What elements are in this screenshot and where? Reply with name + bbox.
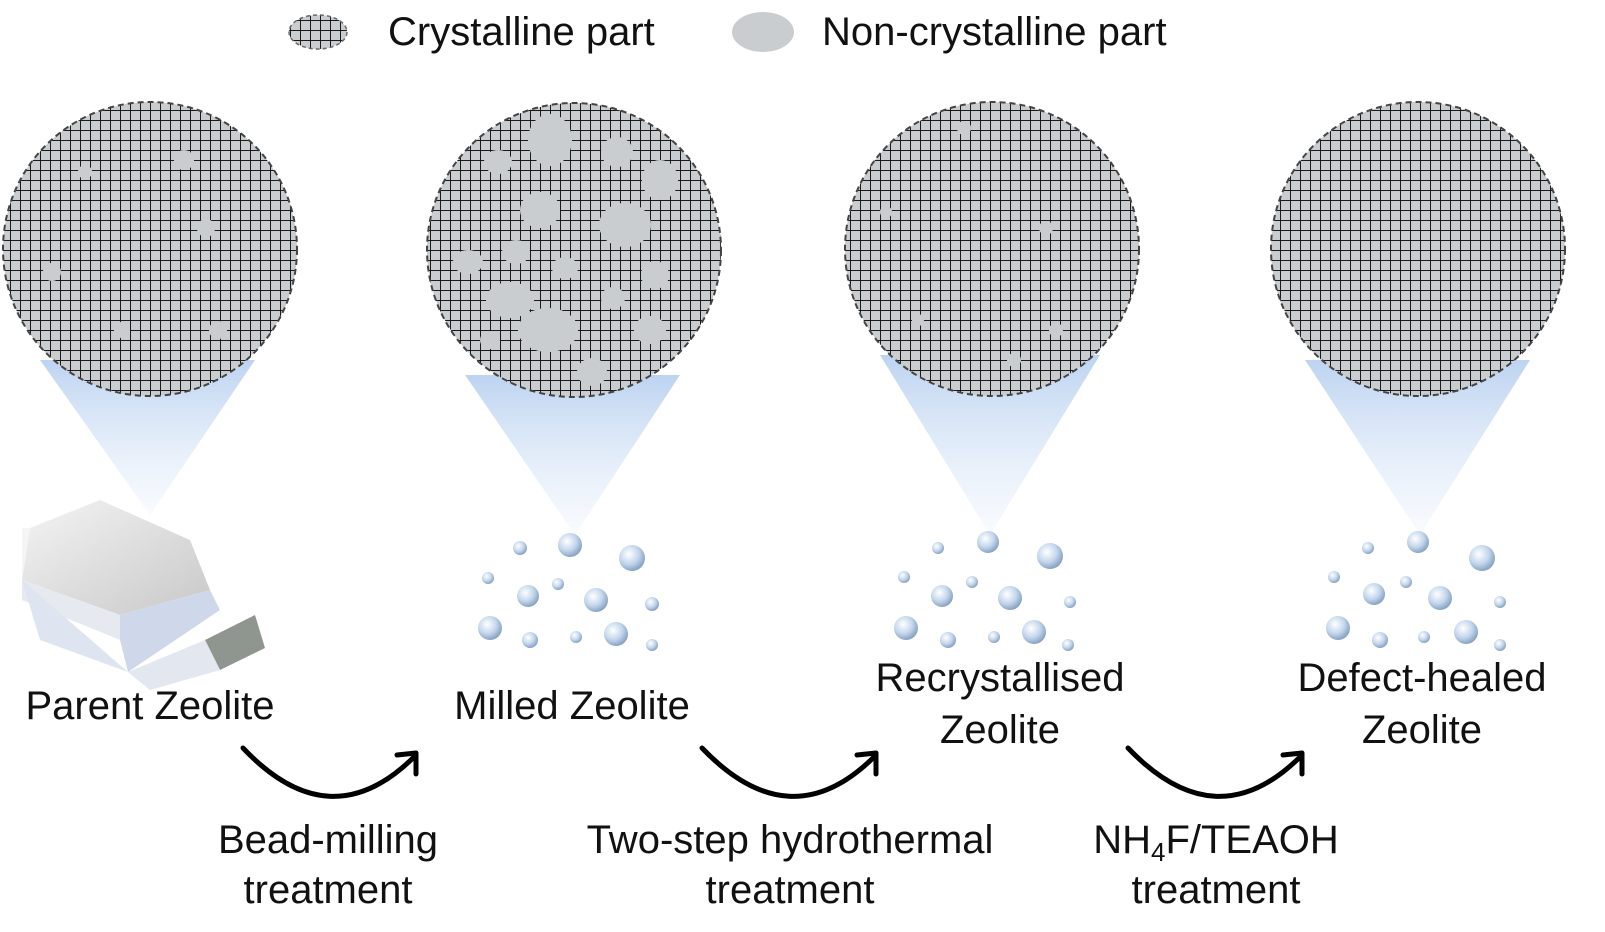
amorphous-patches [453, 114, 678, 386]
arrow-hydrothermal [699, 745, 877, 799]
beam-recrystallised [880, 355, 1100, 535]
stage-label-defect-healed-line2: Zeolite [1361, 708, 1483, 752]
legend-crystalline-label: Crystalline part [388, 10, 655, 54]
amorphous-patches [43, 150, 227, 339]
treatment-label-bead-milling-line2: treatment [243, 868, 413, 912]
stage-label-recrystallised-line2: Zeolite [939, 708, 1061, 752]
stage-label-defect-healed: Defect-healed [1297, 656, 1547, 700]
zoom-circle-milled [426, 102, 722, 398]
treatment-label-hydrothermal: Two-step hydrothermal [586, 818, 994, 862]
treatment-label-bead-milling: Bead-milling [217, 818, 439, 862]
stage-label-recrystallised: Recrystallised [875, 656, 1125, 700]
legend-crystalline-swatch [288, 14, 348, 50]
nh4f-main: NH [1093, 818, 1151, 862]
beam-parent [40, 360, 255, 515]
magnification-beams [40, 355, 1530, 535]
treatment-label-hydrothermal-line2: treatment [705, 868, 875, 912]
beam-milled [465, 375, 680, 535]
arrow-bead-milling [240, 745, 417, 799]
treatment-label-nh4f-line2: treatment [1131, 868, 1301, 912]
amorphous-patches [880, 121, 1063, 367]
parent-zeolite-crystal [22, 500, 265, 690]
particles-defect-healed [1326, 531, 1506, 651]
nh4f-subscript: 4 [1150, 837, 1166, 867]
arrow-nh4f [1125, 745, 1303, 799]
stage-label-milled: Milled Zeolite [454, 684, 690, 728]
zoom-circle-defect-healed [1270, 101, 1566, 397]
nh4f-rest: F/TEAOH [1165, 818, 1339, 862]
zoom-circle-recrystallised [844, 101, 1140, 397]
zoom-circle-parent [2, 101, 298, 397]
treatment-label-nh4f: NH4F/TEAOH [1066, 816, 1366, 876]
particles-milled [478, 533, 659, 651]
legend [288, 12, 794, 52]
legend-non-crystalline-label: Non-crystalline part [822, 10, 1167, 54]
process-arrows [240, 745, 1305, 799]
particles-recrystallised [894, 531, 1076, 651]
beam-defect-healed [1305, 360, 1530, 535]
legend-non-crystalline-swatch [732, 12, 794, 52]
stage-label-parent: Parent Zeolite [25, 684, 275, 728]
